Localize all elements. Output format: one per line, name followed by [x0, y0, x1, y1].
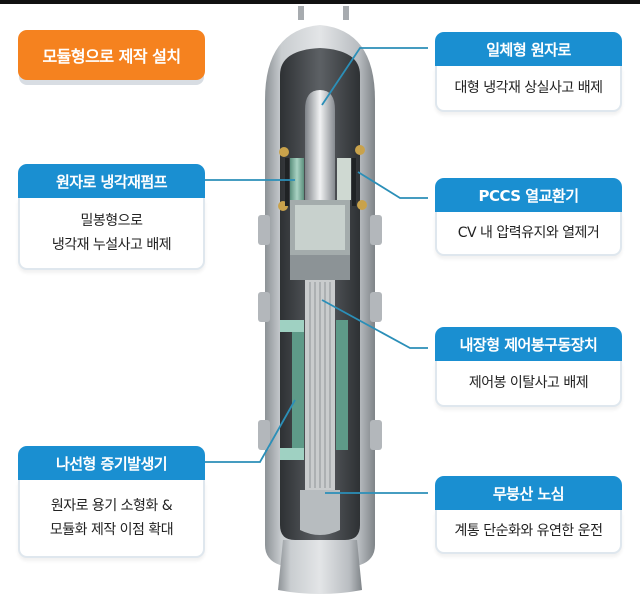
callout-boron-free-core: 무붕산 노심 계통 단순화와 유연한 운전 [435, 476, 622, 554]
callout-body: CV 내 압력유지와 열제거 [435, 212, 622, 256]
callout-line: 냉각재 누설사고 배제 [51, 237, 172, 253]
callout-integral-reactor: 일체형 원자로 대형 냉각재 상실사고 배제 [435, 32, 622, 112]
callout-coolant-pump: 원자로 냉각재펌프 밀봉형으로 냉각재 누설사고 배제 [18, 164, 205, 270]
callout-crdm: 내장형 제어봉구동장치 제어봉 이탈사고 배제 [435, 327, 622, 407]
callout-title: 원자로 냉각재펌프 [18, 164, 205, 198]
callout-title: 나선형 증기발생기 [18, 446, 205, 480]
callout-line: 대형 냉각재 상실사고 배제 [454, 80, 603, 96]
callout-steam-generator: 나선형 증기발생기 원자로 용기 소형화 & 모듈화 제작 이점 확대 [18, 446, 205, 558]
callout-body: 밀봉형으로 냉각재 누설사고 배제 [18, 198, 205, 270]
callout-line: 밀봉형으로 [80, 213, 143, 229]
callout-line: 계통 단순화와 유연한 운전 [454, 523, 603, 539]
callout-body: 대형 냉각재 상실사고 배제 [435, 66, 622, 112]
callout-title: 무붕산 노심 [435, 476, 622, 510]
callout-body: 계통 단순화와 유연한 운전 [435, 510, 622, 554]
callout-line: 제어봉 이탈사고 배제 [468, 375, 589, 391]
top-border [0, 0, 640, 4]
callout-body: 원자로 용기 소형화 & 모듈화 제작 이점 확대 [18, 480, 205, 558]
callout-line: 원자로 용기 소형화 & [50, 498, 173, 514]
modular-fabrication-badge: 모듈형으로 제작 설치 [18, 30, 205, 80]
callout-title: 내장형 제어봉구동장치 [435, 327, 622, 361]
callout-pccs: PCCS 열교환기 CV 내 압력유지와 열제거 [435, 178, 622, 256]
callout-title: PCCS 열교환기 [435, 178, 622, 212]
callout-title: 일체형 원자로 [435, 32, 622, 66]
callout-line: 모듈화 제작 이점 확대 [49, 522, 174, 538]
callout-body: 제어봉 이탈사고 배제 [435, 361, 622, 407]
callout-line: CV 내 압력유지와 열제거 [457, 225, 600, 241]
